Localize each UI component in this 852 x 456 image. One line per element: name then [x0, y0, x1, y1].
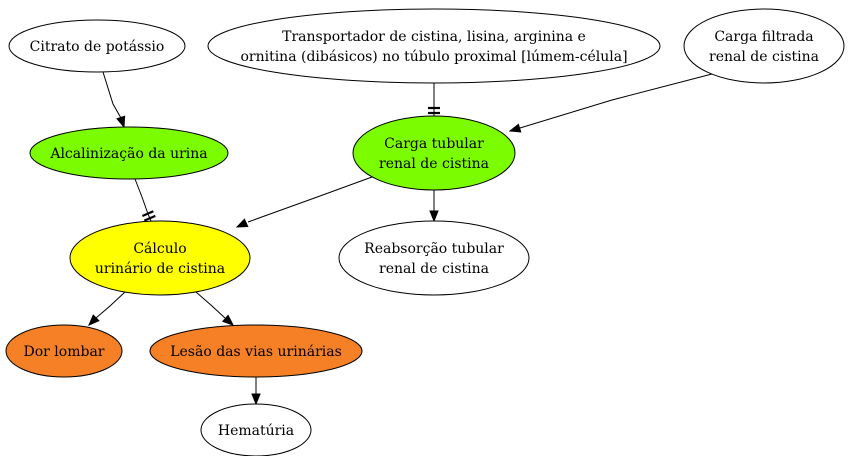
node-label: Cálculo [133, 241, 186, 257]
node-label: Transportador de cistina, lisina, argini… [282, 29, 586, 45]
node-carga-tubular: Carga tubular renal de cistina [352, 115, 516, 191]
inhibition-bar [141, 210, 154, 218]
node-label: Hematúria [218, 423, 294, 439]
node-ellipse [200, 403, 312, 456]
edge-line [247, 176, 373, 223]
edge-transportador-to-carga_tubular [428, 83, 440, 116]
node-ellipse [8, 19, 186, 73]
arrowhead [429, 210, 439, 223]
node-label: urinário de cistina [95, 261, 225, 277]
node-ellipse [207, 8, 661, 84]
node-ellipse [69, 220, 251, 296]
edge-line [95, 291, 126, 319]
node-dor-lombar: Dor lombar [5, 324, 123, 378]
edge-lesao-to-hematuria [251, 377, 261, 406]
node-transportador: Transportador de cistina, lisina, argini… [207, 8, 661, 84]
edge-carga_filtrada-to-carga_tubular [508, 73, 713, 133]
node-label: renal de cistina [709, 49, 819, 65]
edge-carga_tubular-to-reabsorcao [429, 190, 439, 223]
node-ellipse [29, 126, 229, 180]
edge-alcalinizacao-to-calculo [134, 178, 156, 222]
node-alcalinizacao: Alcalinização da urina [29, 126, 229, 180]
edges-layer [88, 71, 713, 406]
node-carga-filtrada: Carga filtrada renal de cistina [683, 8, 845, 84]
node-ellipse [5, 324, 123, 378]
arrowhead [221, 314, 235, 326]
node-citrato: Citrato de potássio [8, 19, 186, 73]
edge-citrato-to-alcalinizacao [102, 71, 126, 129]
arrowhead [235, 218, 249, 228]
edge-line [102, 71, 122, 119]
node-label: ornitina (dibásicos) no túbulo proximal … [240, 49, 627, 65]
node-lesao: Lesão das vias urinárias [149, 324, 363, 378]
edge-line [519, 73, 713, 129]
nodes-layer: Citrato de potássio Transportador de cist… [5, 8, 845, 456]
node-label: Reabsorção tubular [364, 241, 504, 257]
arrowhead [508, 123, 522, 133]
node-reabsorcao: Reabsorção tubular renal de cistina [338, 220, 530, 296]
node-label: Carga filtrada [714, 29, 813, 45]
edge-calculo-to-lesao [195, 291, 235, 326]
arrowhead [251, 393, 261, 406]
edge-calculo-to-dor_lombar [88, 291, 126, 326]
node-ellipse [338, 220, 530, 296]
arrowhead [116, 115, 126, 129]
edge-carga_tubular-to-calculo [235, 176, 373, 228]
arrowhead [88, 314, 100, 326]
inhibition-bar [143, 214, 156, 222]
node-label: Lesão das vias urinárias [170, 344, 342, 360]
node-ellipse [149, 324, 363, 378]
node-label: Dor lombar [24, 344, 105, 360]
node-label: renal de cistina [379, 261, 489, 277]
node-label: Alcalinização da urina [49, 146, 207, 162]
node-calculo: Cálculo urinário de cistina [69, 220, 251, 296]
node-label: renal de cistina [379, 156, 489, 172]
edge-line [195, 291, 226, 319]
node-ellipse [683, 8, 845, 84]
node-hematuria: Hematúria [200, 403, 312, 456]
node-label: Carga tubular [384, 136, 484, 152]
node-label: Citrato de potássio [30, 39, 165, 55]
node-ellipse [352, 115, 516, 191]
